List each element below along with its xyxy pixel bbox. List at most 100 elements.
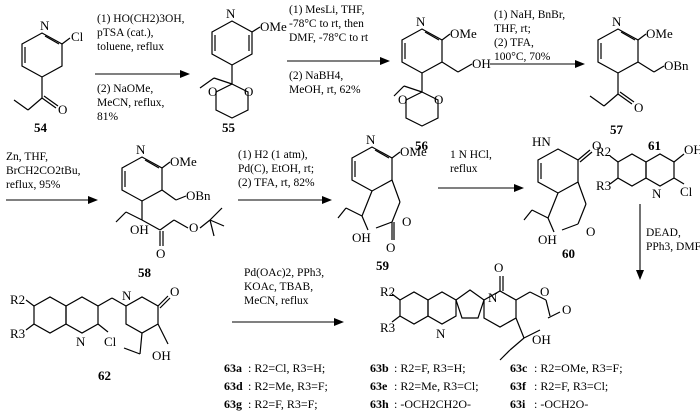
svg-text:OBn: OBn	[664, 58, 689, 73]
svg-text:: -OCH2CH2O-: : -OCH2CH2O-	[394, 397, 471, 411]
svg-text:1 N HCl,: 1 N HCl,	[450, 149, 492, 161]
svg-text:63f: 63f	[510, 379, 527, 393]
svg-text:N: N	[652, 186, 662, 201]
svg-text:OMe: OMe	[170, 154, 197, 169]
svg-text:O: O	[562, 302, 571, 317]
svg-text:81%: 81%	[97, 111, 119, 123]
svg-text:63i: 63i	[510, 397, 526, 411]
o-atom: O	[58, 102, 67, 117]
svg-text:O: O	[540, 284, 549, 299]
svg-text:63d: 63d	[224, 379, 243, 393]
conditions-step-5: (1) H2 (1 atm), Pd(C), EtOH, rt; (2) TFA…	[238, 149, 315, 189]
svg-text:MeCN, reflux: MeCN, reflux	[244, 295, 309, 307]
svg-text:OMe: OMe	[260, 19, 287, 34]
svg-text:O: O	[398, 92, 407, 107]
compound-label: 61	[648, 138, 661, 153]
svg-text:OH: OH	[532, 332, 551, 347]
svg-text:DEAD,: DEAD,	[646, 227, 681, 239]
compound-label: 57	[610, 122, 624, 137]
svg-text:OH: OH	[152, 348, 171, 363]
svg-text:: R2=F, R3=H;: : R2=F, R3=H;	[394, 361, 466, 375]
compound-54: N Cl O 54	[13, 18, 84, 135]
conditions-step-1: (1) HO(CH2)3OH, pTSA (cat.), toluene, re…	[97, 13, 185, 123]
svg-text:R3: R3	[596, 178, 611, 193]
svg-text:OH: OH	[352, 230, 371, 245]
svg-text:(2) NaOMe,: (2) NaOMe,	[97, 83, 153, 95]
compound-label: 59	[376, 258, 390, 273]
svg-text:(1) NaH, BnBr,: (1) NaH, BnBr,	[494, 9, 565, 21]
svg-text:DMF, -78°C to rt: DMF, -78°C to rt	[289, 32, 369, 44]
compound-60: HN O OH O 60	[523, 134, 601, 261]
svg-text:toluene, reflux: toluene, reflux	[97, 41, 164, 53]
conditions-step-4: Zn, THF, BrCH2CO2tBu, reflux, 95%	[6, 151, 81, 191]
product-63: R2 R3 N N O O O OH	[380, 260, 571, 361]
svg-text:OH: OH	[472, 56, 491, 71]
svg-text:(1) H2 (1 atm),: (1) H2 (1 atm),	[238, 149, 308, 161]
svg-text:BrCH2CO2tBu,: BrCH2CO2tBu,	[6, 165, 81, 177]
svg-text:(1) MesLi, THF,: (1) MesLi, THF,	[289, 4, 365, 16]
svg-text:R3: R3	[10, 326, 25, 341]
svg-text:O: O	[189, 220, 198, 235]
svg-text:O: O	[244, 84, 253, 99]
svg-text:Cl: Cl	[680, 184, 693, 199]
svg-text:OH: OH	[538, 232, 557, 247]
conditions-step-8: Pd(OAc)2, PPh3, KOAc, TBAB, MeCN, reflux	[244, 267, 324, 307]
svg-text:O: O	[402, 214, 411, 229]
compound-label: 54	[34, 120, 48, 135]
substituent-legend: 63a : R2=Cl, R3=H; 63b : R2=F, R3=H; 63c…	[224, 361, 623, 411]
conditions-step-6: 1 N HCl, reflux	[450, 149, 492, 175]
svg-text:N: N	[436, 326, 446, 341]
compound-62: R2 R3 N Cl N O OH 62	[10, 284, 179, 383]
svg-text:O: O	[208, 84, 217, 99]
svg-text:63c: 63c	[510, 361, 528, 375]
compound-label: 62	[98, 368, 111, 383]
conditions-step-3: (1) NaH, BnBr, THF, rt; (2) TFA, 100°C, …	[494, 9, 565, 63]
svg-text:OMe: OMe	[646, 26, 673, 41]
conditions-step-2: (1) MesLi, THF, -78°C to rt, then DMF, -…	[289, 4, 369, 96]
compound-label: 60	[562, 246, 575, 261]
svg-text:63b: 63b	[370, 361, 389, 375]
svg-text:(2) TFA, rt, 82%: (2) TFA, rt, 82%	[238, 177, 315, 189]
svg-text:R2: R2	[596, 144, 611, 159]
compound-label: 58	[138, 265, 152, 280]
compound-61: 61 R2 R3 OH N Cl	[596, 138, 700, 201]
svg-text:Pd(C), EtOH, rt;: Pd(C), EtOH, rt;	[238, 163, 314, 175]
svg-text:N: N	[226, 6, 236, 21]
svg-text:63h: 63h	[370, 397, 389, 411]
svg-text:(1) HO(CH2)3OH,: (1) HO(CH2)3OH,	[97, 13, 185, 25]
svg-text:KOAc, TBAB,: KOAc, TBAB,	[244, 281, 313, 293]
svg-text:O: O	[634, 100, 643, 115]
svg-text:MeCN, reflux,: MeCN, reflux,	[97, 97, 165, 109]
svg-text:: R2=Cl, R3=H;: : R2=Cl, R3=H;	[248, 361, 325, 375]
compound-58: N OMe OBn OH O O 58	[115, 142, 225, 280]
n-atom: N	[40, 18, 50, 33]
svg-text:pTSA (cat.),: pTSA (cat.),	[97, 27, 154, 39]
conditions-step-7: DEAD, PPh3, DMF	[646, 227, 700, 253]
svg-text:N: N	[612, 14, 622, 29]
svg-text:: R2=Me, R3=F;: : R2=Me, R3=F;	[248, 379, 328, 393]
svg-text:63e: 63e	[370, 379, 388, 393]
svg-text:OMe: OMe	[450, 26, 477, 41]
svg-text:N: N	[488, 290, 498, 305]
svg-text:O: O	[434, 92, 443, 107]
svg-text:R2: R2	[10, 292, 25, 307]
svg-text:OH: OH	[684, 142, 700, 157]
svg-text:O: O	[156, 246, 165, 261]
svg-text:PPh3, DMF: PPh3, DMF	[646, 241, 700, 253]
svg-text:OBn: OBn	[186, 188, 211, 203]
svg-text:O: O	[592, 138, 601, 153]
svg-text:Cl: Cl	[104, 334, 117, 349]
svg-text:(2) TFA,: (2) TFA,	[494, 37, 534, 49]
svg-text:OMe: OMe	[400, 144, 427, 159]
compound-59: N OMe OH O O 59	[337, 132, 427, 273]
svg-text:MeOH, rt, 62%: MeOH, rt, 62%	[289, 84, 361, 96]
svg-text:: R2=F, R3=Cl;: : R2=F, R3=Cl;	[534, 379, 608, 393]
arrowhead	[180, 70, 190, 78]
svg-text:63a: 63a	[224, 361, 242, 375]
svg-text:100°C, 70%: 100°C, 70%	[494, 51, 551, 63]
svg-text:OH: OH	[130, 222, 149, 237]
svg-text:-78°C to rt, then: -78°C to rt, then	[289, 18, 364, 30]
svg-text:N: N	[416, 14, 426, 29]
compound-55: N OMe O O 55	[199, 6, 287, 135]
